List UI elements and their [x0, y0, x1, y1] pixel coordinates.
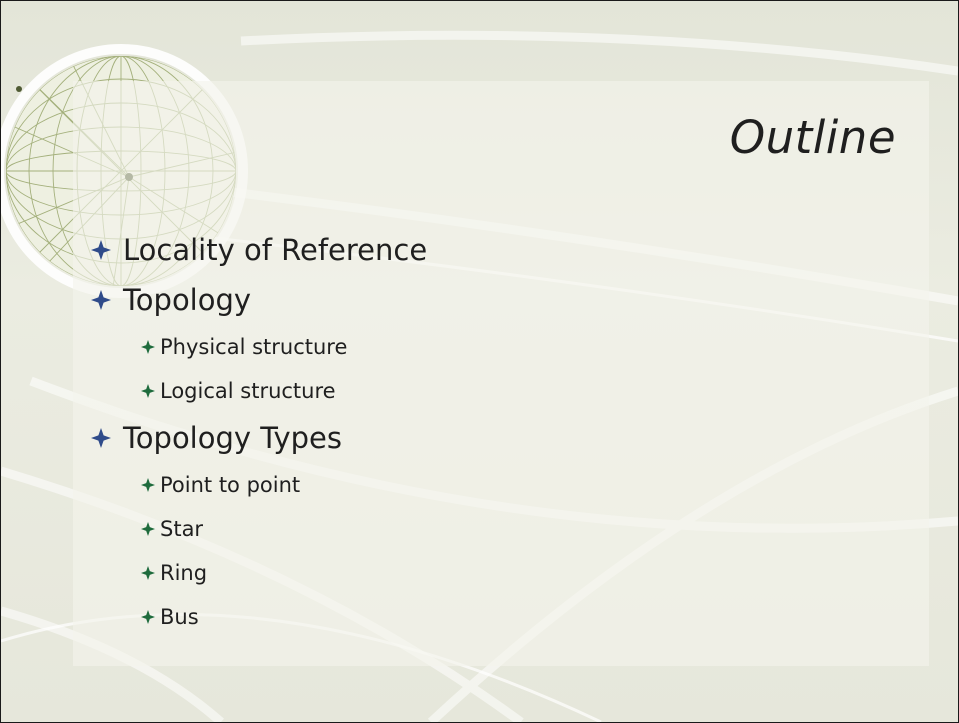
list-item: Topology Types	[85, 413, 427, 463]
sub-list-item: Ring	[85, 551, 427, 595]
four-point-star-icon	[91, 428, 111, 448]
sub-list-item-label: Star	[160, 517, 204, 541]
list-item: Locality of Reference	[85, 225, 427, 275]
sub-list-item: Point to point	[85, 463, 427, 507]
four-point-star-icon	[91, 290, 111, 310]
sub-list-item: Star	[85, 507, 427, 551]
sub-list-item-label: Point to point	[160, 473, 301, 497]
sub-list-item: Bus	[85, 595, 427, 639]
list-item: Topology	[85, 275, 427, 325]
content-panel	[73, 81, 929, 666]
four-point-star-icon	[141, 610, 155, 624]
sub-list-item: Logical structure	[85, 369, 427, 413]
list-item-label: Locality of Reference	[123, 233, 428, 267]
list-item-label: Topology	[123, 283, 252, 317]
sub-list-item-label: Physical structure	[160, 335, 348, 359]
four-point-star-icon	[141, 340, 155, 354]
slide-title: Outline	[729, 111, 896, 164]
four-point-star-icon	[141, 522, 155, 536]
four-point-star-icon	[141, 566, 155, 580]
four-point-star-icon	[141, 478, 155, 492]
list-item-label: Topology Types	[123, 421, 342, 455]
sub-list-item-label: Logical structure	[160, 379, 336, 403]
sub-list-item: Physical structure	[85, 325, 427, 369]
four-point-star-icon	[91, 240, 111, 260]
sub-list-item-label: Ring	[160, 561, 208, 585]
four-point-star-icon	[141, 384, 155, 398]
sub-list-item-label: Bus	[160, 605, 199, 629]
outline-list: Locality of Reference Topology Physical …	[85, 225, 427, 639]
